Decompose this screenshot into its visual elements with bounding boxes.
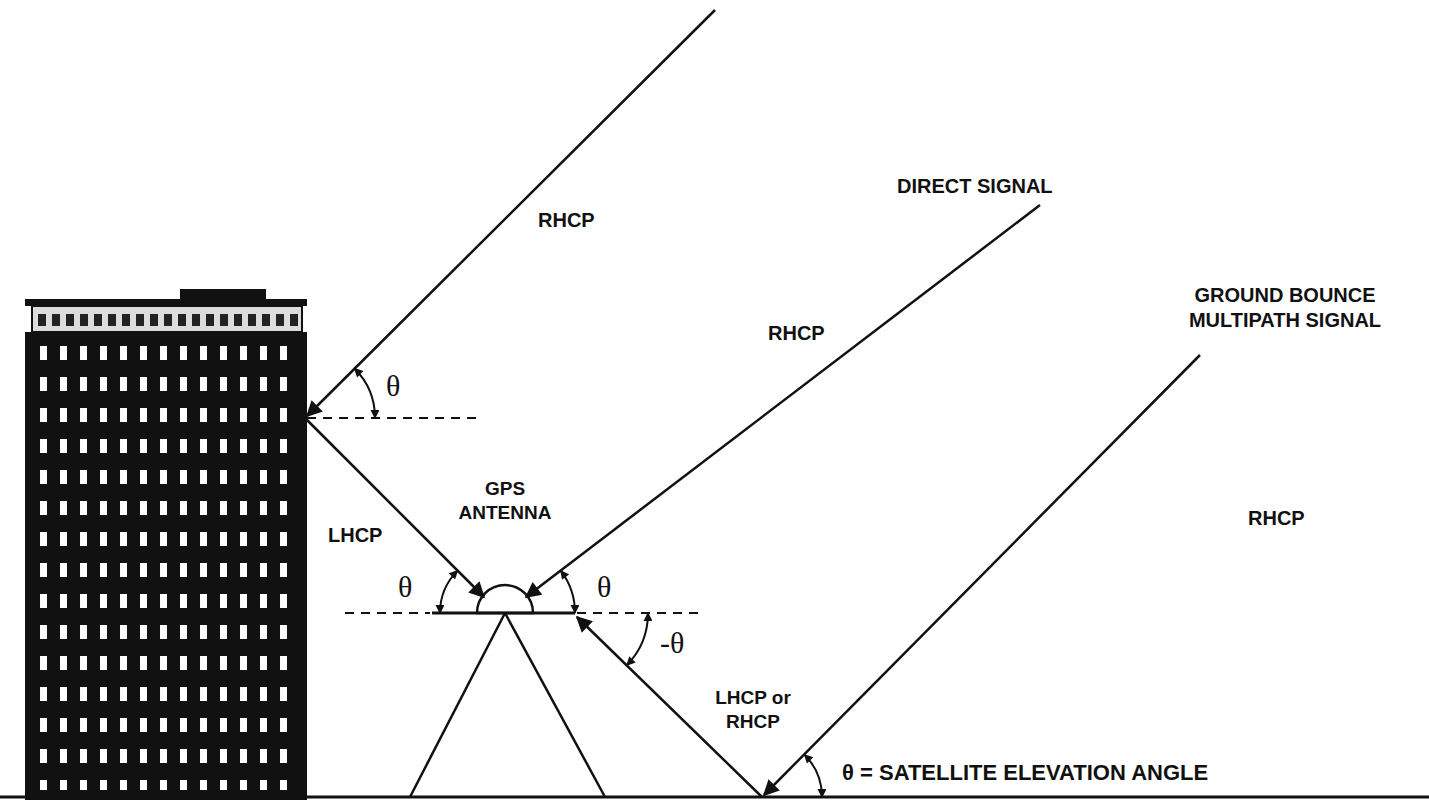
angle-symbol: θ [386,369,410,402]
signal-name: DIRECT SIGNAL [897,174,1117,199]
polarization-label: LHCP [328,523,398,548]
antenna-tripod [410,613,605,797]
gps-antenna-dome [432,585,575,613]
signal-ray [305,10,1200,797]
polarization-label: RHCP [1248,506,1328,531]
angle-symbol: θ [398,570,422,603]
signal-name: GROUND BOUNCE MULTIPATH SIGNAL [1160,283,1410,333]
polarization-label: RHCP [768,321,838,346]
reference-line [307,418,705,613]
antenna-label: GPS ANTENNA [450,477,560,525]
angle-arc [355,369,823,798]
polarization-label: RHCP [538,208,618,233]
building [25,289,307,800]
polarization-label: LHCP or RHCP [706,686,800,734]
angle-symbol: θ [597,570,621,603]
ground-line [0,796,1429,799]
angle-definition: θ = SATELLITE ELEVATION ANGLE [842,759,1402,787]
angle-symbol: -θ [660,626,700,659]
